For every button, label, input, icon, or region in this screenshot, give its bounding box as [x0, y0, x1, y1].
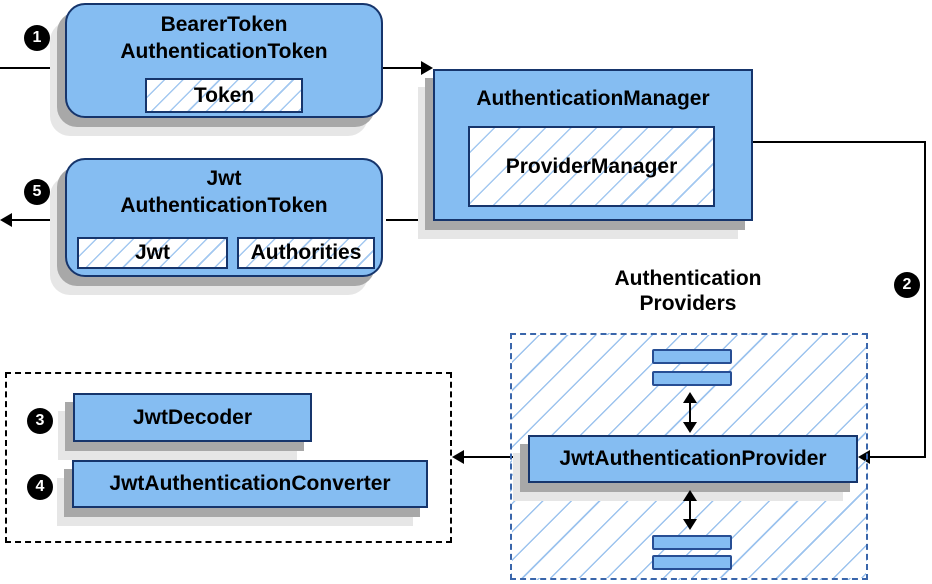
step-5-badge: 5	[24, 179, 50, 205]
bidirectional-arrow-icon	[682, 490, 698, 530]
connector-manager-to-provider-bottom	[870, 456, 926, 458]
arrowhead-right-icon	[421, 61, 433, 75]
connector-manager-to-jwt	[386, 219, 434, 221]
jwt-authentication-provider-node: JwtAuthenticationProvider	[528, 435, 858, 483]
jwt-token-title-line2: AuthenticationToken	[120, 194, 328, 217]
authentication-manager-node: AuthenticationManager ProviderManager	[433, 69, 753, 221]
provider-stack-bar	[652, 349, 732, 364]
authentication-manager-label: AuthenticationManager	[476, 87, 710, 110]
provider-stack-bar	[652, 535, 732, 550]
connector-manager-to-provider-vertical	[924, 141, 926, 458]
jwt-token-title: Jwt AuthenticationToken	[67, 165, 381, 219]
step-4-badge: 4	[27, 474, 53, 500]
bearer-token-authentication-token-node: BearerToken AuthenticationToken Token	[65, 3, 383, 118]
authentication-providers-container: JwtAuthenticationProvider	[510, 333, 868, 580]
connector-bearer-to-manager	[383, 67, 423, 69]
jwt-authentication-converter-node: JwtAuthenticationConverter	[72, 460, 428, 508]
provider-stack-bar	[652, 371, 732, 386]
jwt-decoder-node: JwtDecoder	[73, 393, 312, 442]
step-2-badge: 2	[894, 272, 920, 298]
bearer-token-title-line2: AuthenticationToken	[120, 40, 328, 63]
provider-manager-chip: ProviderManager	[468, 126, 715, 207]
bidirectional-arrow-icon	[682, 392, 698, 433]
token-chip: Token	[145, 78, 303, 113]
converters-container: JwtDecoder JwtAuthenticationConverter	[5, 372, 452, 543]
authentication-providers-label-line1: Authentication	[614, 267, 762, 290]
bearer-token-title-line1: BearerToken	[160, 13, 288, 36]
jwt-chip: Jwt	[77, 237, 228, 269]
step-3-badge: 3	[27, 408, 53, 434]
bearer-token-title: BearerToken AuthenticationToken	[67, 11, 381, 65]
arrowhead-left-icon	[0, 213, 12, 227]
jwt-authentication-token-node: Jwt AuthenticationToken Jwt Authorities	[65, 158, 383, 277]
jwt-token-title-line1: Jwt	[206, 167, 242, 190]
jwt-authentication-provider-label: JwtAuthenticationProvider	[559, 447, 827, 470]
connector-manager-to-provider-top	[753, 141, 926, 143]
authentication-providers-label-line2: Providers	[639, 292, 737, 315]
jwt-authentication-converter-label: JwtAuthenticationConverter	[109, 472, 391, 495]
provider-stack-bar	[652, 555, 732, 570]
arrowhead-left-icon	[452, 450, 464, 464]
authentication-providers-label: Authentication Providers	[538, 266, 838, 316]
step-1-badge: 1	[24, 25, 50, 51]
authorities-chip: Authorities	[237, 237, 375, 269]
connector-response-out	[12, 219, 67, 221]
connector-provider-to-converters	[464, 456, 528, 458]
jwt-decoder-label: JwtDecoder	[132, 406, 253, 429]
connector-request-in	[0, 67, 65, 69]
